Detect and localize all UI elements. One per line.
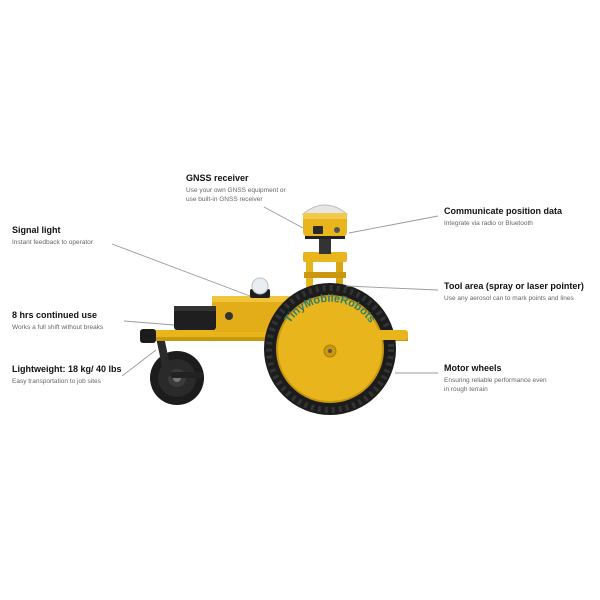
tool-desc: Use any aerosol can to mark points and l… bbox=[444, 295, 574, 302]
weight-desc: Easy transportation to job sites bbox=[12, 378, 101, 385]
communicate-title: Communicate position data bbox=[444, 206, 563, 216]
gnss-desc: Use your own GNSS equipment or use built… bbox=[186, 187, 286, 203]
gnss-receiver bbox=[301, 204, 349, 239]
signal-title: Signal light bbox=[12, 225, 61, 235]
weight-title: Lightweight: 18 kg/ 40 lbs bbox=[12, 364, 122, 374]
callout-signal-light: Signal light Instant feedback to operato… bbox=[12, 224, 93, 247]
callout-weight: Lightweight: 18 kg/ 40 lbs Easy transpor… bbox=[12, 363, 122, 386]
callout-motor-wheels: Motor wheels Ensuring reliable performan… bbox=[444, 362, 547, 394]
hours-title: 8 hrs continued use bbox=[12, 310, 98, 320]
mast bbox=[303, 236, 347, 305]
signal-light bbox=[250, 277, 270, 298]
caster-wheel bbox=[150, 334, 204, 405]
signal-desc: Instant feedback to operator bbox=[12, 239, 93, 246]
motor-title: Motor wheels bbox=[444, 363, 502, 373]
gnss-title: GNSS receiver bbox=[186, 173, 249, 183]
callout-gnss: GNSS receiver Use your own GNSS equipmen… bbox=[186, 172, 286, 204]
motor-desc: Ensuring reliable performance even in ro… bbox=[444, 377, 547, 393]
communicate-desc: Integrate via radio or Bluetooth bbox=[444, 220, 533, 227]
motor-wheel: TinyMobileRobots bbox=[264, 283, 396, 415]
callout-tool-area: Tool area (spray or laser pointer) Use a… bbox=[444, 280, 584, 303]
callout-communicate: Communicate position data Integrate via … bbox=[444, 205, 562, 228]
tool-title: Tool area (spray or laser pointer) bbox=[444, 281, 584, 291]
callout-battery: 8 hrs continued use Works a full shift w… bbox=[12, 309, 103, 332]
hours-desc: Works a full shift without breaks bbox=[12, 324, 104, 331]
